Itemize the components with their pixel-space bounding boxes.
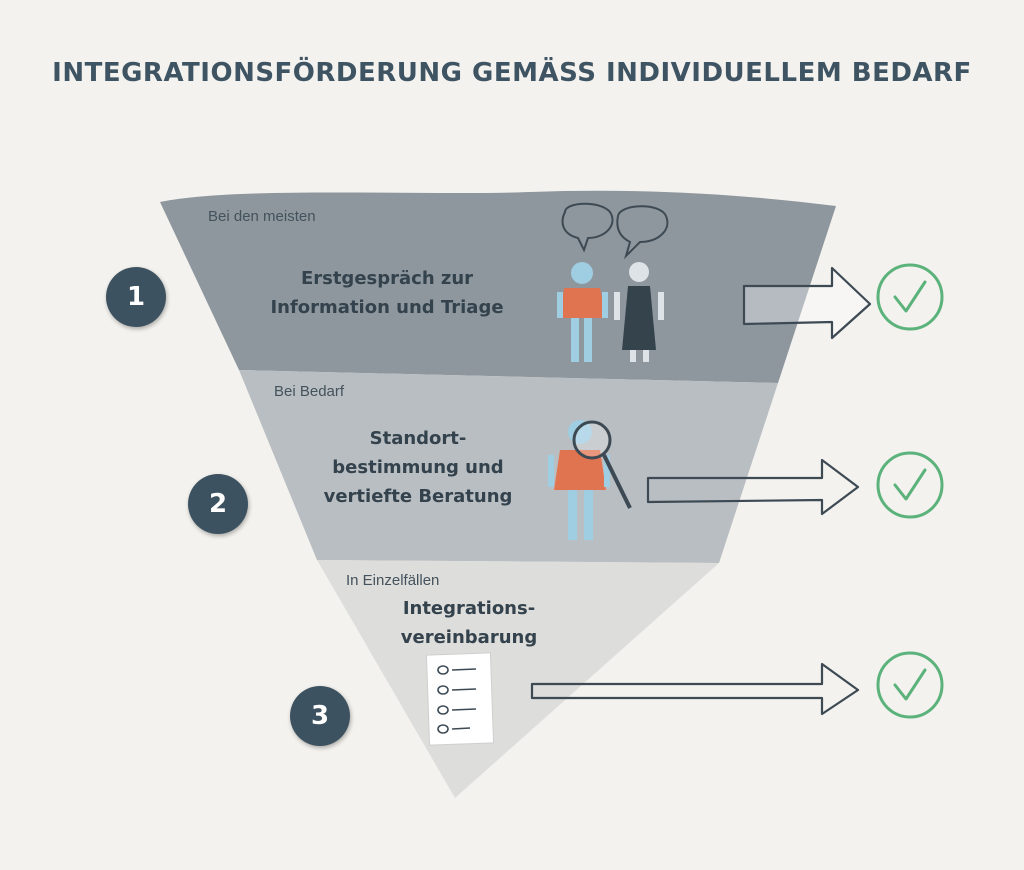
check-circle-1-icon xyxy=(876,263,944,331)
level-1-band xyxy=(160,190,836,383)
arrow-3-icon xyxy=(530,662,860,716)
person-magnifier-icon xyxy=(548,420,632,540)
check-circle-3-icon xyxy=(876,651,944,719)
level-1-frequency: Bei den meisten xyxy=(208,208,316,225)
level-3-badge: 3 xyxy=(290,686,350,746)
two-people-talking-icon xyxy=(557,202,669,362)
checklist-icon xyxy=(425,652,495,746)
arrow-2-icon xyxy=(646,458,860,516)
check-circle-2-icon xyxy=(876,451,944,519)
page-title: INTEGRATIONSFÖRDERUNG GEMÄSS INDIVIDUELL… xyxy=(52,58,972,88)
level-1-title: Erstgespräch zur Information und Triage xyxy=(270,268,504,318)
level-2-title: Standort- bestimmung und vertiefte Berat… xyxy=(323,428,513,507)
level-3-band xyxy=(317,560,719,798)
arrow-1-icon xyxy=(742,266,872,340)
level-3-frequency: In Einzelfällen xyxy=(346,572,440,589)
level-3-title: Integrations- vereinbarung xyxy=(400,598,538,648)
level-2-band xyxy=(239,370,778,563)
level-2-badge: 2 xyxy=(188,474,248,534)
level-2-frequency: Bei Bedarf xyxy=(274,383,345,400)
level-1-badge: 1 xyxy=(106,267,166,327)
